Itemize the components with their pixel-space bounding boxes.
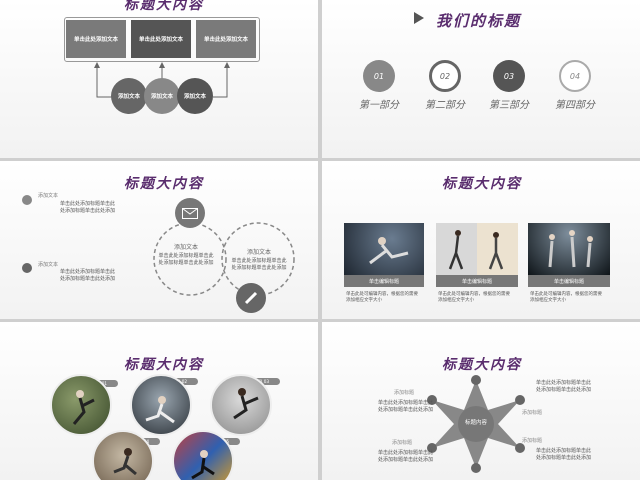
- center-body: 单击此处添加标题单击此 处添加标题单击此处添加: [150, 253, 222, 267]
- star-label: 添加标题: [522, 410, 543, 416]
- slide-title: 标题大内容: [124, 0, 204, 13]
- slide-6[interactable]: 标题大内容 标题内容 添加标题 单击此处添加标题单击此 处添加标题单击此处添加 …: [322, 322, 640, 480]
- dance-circle-4[interactable]: [92, 430, 154, 480]
- center-label: 添加文本: [173, 244, 198, 251]
- star-body-line: 单击此处添加标题单击此: [536, 380, 592, 386]
- flow-arrows: [94, 62, 230, 98]
- desc-line: 单击此处可编辑内容，根据您的需要: [530, 292, 602, 297]
- star-label: 添加标题: [522, 438, 543, 444]
- star-label: 添加标题: [392, 440, 413, 446]
- dashed-rings: [153, 222, 295, 296]
- play-icon: [414, 12, 424, 24]
- slide-title: 我们的标题: [436, 12, 522, 30]
- text-box[interactable]: 单击此处添加文本: [196, 20, 256, 58]
- desc-line: 添加相应文字大小: [346, 298, 382, 303]
- center-body-line: 单击此处添加标题单击此: [158, 253, 214, 259]
- item-label: 添加文本: [38, 262, 59, 268]
- slide-1[interactable]: 标题大内容 单击此处添加文本 单击此处添加文本 单击此处添加文本 添加文本 添加…: [0, 0, 318, 158]
- center-body-line: 单击此处添加标题单击此: [231, 258, 287, 264]
- text-box[interactable]: 单击此处添加文本: [131, 20, 191, 58]
- photo-desc: 单击此处可编辑内容，根据您的需要 添加相应文字大小: [530, 292, 602, 304]
- slide-2[interactable]: 我们的标题 01 02 03 04 第一部分 第二部分 第三部分 第四部分: [322, 0, 640, 158]
- desc-line: 添加相应文字大小: [438, 298, 474, 303]
- photo-caption: 单击编辑标题: [528, 275, 610, 287]
- number-circle-3[interactable]: 03: [493, 60, 525, 92]
- ball-3[interactable]: 添加文本: [177, 78, 213, 114]
- photo-desc: 单击此处可编辑内容，根据您的需要 添加相应文字大小: [346, 292, 418, 304]
- photo-desc: 单击此处可编辑内容，根据您的需要 添加相应文字大小: [438, 292, 510, 304]
- center-label: 添加文本: [246, 249, 271, 256]
- star-body-line: 处添加标题单击此处添加: [378, 407, 434, 413]
- star-body: 单击此处添加标题单击此 处添加标题单击此处添加: [378, 400, 433, 414]
- slide-title: 标题大内容: [124, 357, 204, 373]
- star-body-line: 处添加标题单击此处添加: [378, 457, 434, 463]
- part-label: 第二部分: [425, 100, 465, 111]
- slide-title: 标题大内容: [442, 176, 522, 192]
- desc-line: 单击此处可编辑内容，根据您的需要: [438, 292, 510, 297]
- star-body: 单击此处添加标题单击此 处添加标题单击此处添加: [536, 448, 591, 462]
- photo-caption: 单击编辑标题: [344, 275, 424, 287]
- dance-circle-3[interactable]: [210, 374, 272, 436]
- star-body-line: 单击此处添加标题单击此: [378, 400, 434, 406]
- item-body: 单击此处添加标题单击此 处添加标题单击此处添加: [60, 201, 115, 215]
- dance-photo-1[interactable]: [344, 223, 424, 275]
- number-circle-2[interactable]: 02: [429, 60, 461, 92]
- dance-circle-2[interactable]: [130, 374, 192, 436]
- text-box[interactable]: 单击此处添加文本: [66, 20, 126, 58]
- item-body-line: 处添加标题单击此处添加: [60, 208, 116, 214]
- slide-5[interactable]: 标题大内容 项目 01 项目 02 项目 03 项目 04 项目 05: [0, 322, 318, 480]
- ball-1[interactable]: 添加文本: [111, 78, 147, 114]
- number-circle-1[interactable]: 01: [363, 60, 395, 92]
- bullet-dot: [22, 195, 32, 205]
- part-label: 第四部分: [555, 100, 595, 111]
- item-body-line: 处添加标题单击此处添加: [60, 276, 116, 282]
- part-label: 第一部分: [359, 100, 399, 111]
- item-body: 单击此处添加标题单击此 处添加标题单击此处添加: [60, 269, 115, 283]
- center-body-line: 处添加标题单击此处添加: [158, 260, 214, 266]
- item-body-line: 单击此处添加标题单击此: [60, 269, 116, 275]
- star-body-line: 单击此处添加标题单击此: [536, 448, 592, 454]
- bullet-dot: [22, 263, 32, 273]
- dance-circle-5[interactable]: [172, 430, 234, 480]
- desc-line: 添加相应文字大小: [530, 298, 566, 303]
- center-body-line: 处添加标题单击此处添加: [231, 265, 287, 271]
- star-diagram: [427, 375, 525, 473]
- star-body-line: 处添加标题单击此处添加: [536, 387, 592, 393]
- dance-photo-2[interactable]: [436, 223, 518, 275]
- star-body-line: 单击此处添加标题单击此: [378, 450, 434, 456]
- slide-title: 标题大内容: [124, 176, 204, 192]
- star-body: 单击此处添加标题单击此 处添加标题单击此处添加: [536, 380, 591, 394]
- star-body-line: 处添加标题单击此处添加: [536, 455, 592, 461]
- star-label: 添加标题: [394, 390, 415, 396]
- pencil-icon[interactable]: [236, 283, 266, 313]
- ball-2[interactable]: 添加文本: [144, 78, 180, 114]
- item-body-line: 单击此处添加标题单击此: [60, 201, 116, 207]
- slide-4[interactable]: 标题大内容 单击编辑标题 单击编辑标题 单击编辑标题 单击此处可编辑内容，根据您…: [322, 161, 640, 319]
- dance-photo-3[interactable]: [528, 223, 610, 275]
- box-frame: [64, 17, 260, 62]
- part-label: 第三部分: [489, 100, 529, 111]
- dance-circle-1[interactable]: [50, 374, 112, 436]
- photo-caption: 单击编辑标题: [436, 275, 518, 287]
- star-center-label: 标题内容: [464, 420, 487, 426]
- number-circle-4[interactable]: 04: [559, 60, 591, 92]
- mail-icon[interactable]: [175, 198, 205, 228]
- star-body: 单击此处添加标题单击此 处添加标题单击此处添加: [378, 450, 433, 464]
- center-body: 单击此处添加标题单击此 处添加标题单击此处添加: [222, 258, 296, 272]
- desc-line: 单击此处可编辑内容，根据您的需要: [346, 292, 418, 297]
- item-label: 添加文本: [38, 193, 59, 199]
- slide-3[interactable]: 标题大内容 添加文本 单击此处添加标题单击此 处添加标题单击此处添加 添加文本 …: [0, 161, 318, 319]
- slide-title: 标题大内容: [442, 357, 522, 373]
